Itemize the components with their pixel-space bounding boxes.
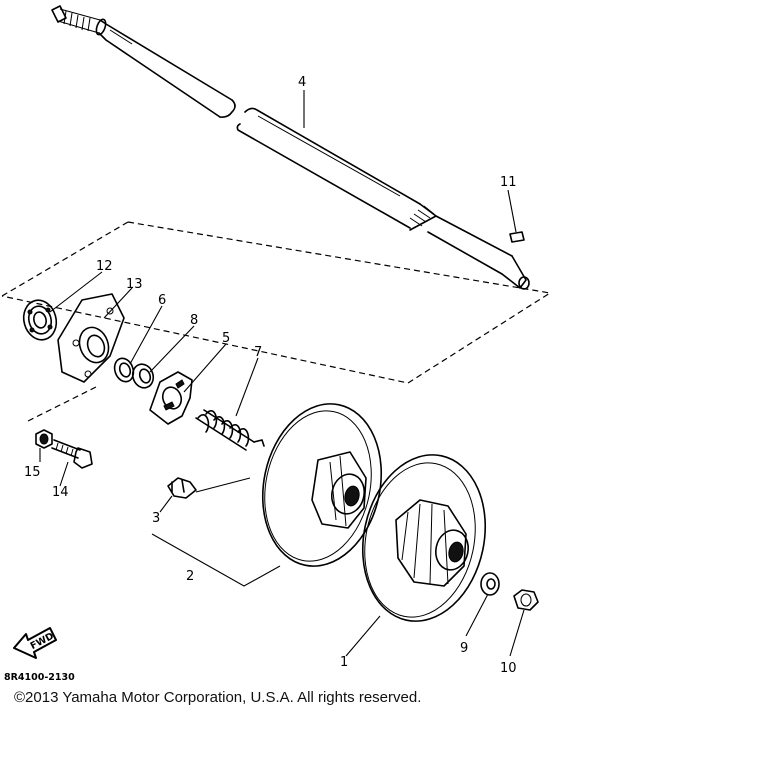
- copyright-notice: ©2013 Yamaha Motor Corporation, U.S.A. A…: [14, 689, 422, 706]
- callout-10: 10: [500, 661, 517, 676]
- callout-14: 14: [52, 485, 69, 500]
- callout-9: 9: [460, 641, 468, 656]
- fixed-sheave: [261, 403, 383, 567]
- collar: [131, 363, 155, 389]
- movable-sheave: [361, 454, 487, 622]
- shaft: [51, 5, 530, 290]
- nut-large: [513, 589, 539, 611]
- cam-plate: [149, 371, 193, 425]
- callout-1: 1: [340, 655, 348, 670]
- callout-7: 7: [254, 345, 262, 360]
- key: [509, 231, 525, 243]
- callout-6: 6: [158, 293, 166, 308]
- callout-8: 8: [190, 313, 198, 328]
- fwd-arrow-icon: FWD: [13, 627, 57, 659]
- assembly-boundary: [1, 221, 552, 384]
- spring: [195, 409, 265, 451]
- assembly-boundary-lower: [25, 386, 97, 423]
- callout-4: 4: [298, 75, 306, 90]
- leader-lines: [39, 90, 525, 657]
- callout-15: 15: [24, 465, 41, 480]
- housing-plate: [57, 293, 125, 383]
- pin: [167, 477, 197, 499]
- callout-2: 2: [186, 569, 194, 584]
- callout-12: 12: [96, 259, 113, 274]
- diagram-code: 8R4100-2130: [4, 672, 75, 683]
- bolt: [51, 439, 93, 469]
- washer: [480, 572, 500, 596]
- callout-13: 13: [126, 277, 143, 292]
- bearing: [22, 299, 58, 341]
- callout-3: 3: [152, 511, 160, 526]
- callout-5: 5: [222, 331, 230, 346]
- callout-11: 11: [500, 175, 517, 190]
- ring: [113, 357, 135, 383]
- nut-small: [35, 429, 53, 449]
